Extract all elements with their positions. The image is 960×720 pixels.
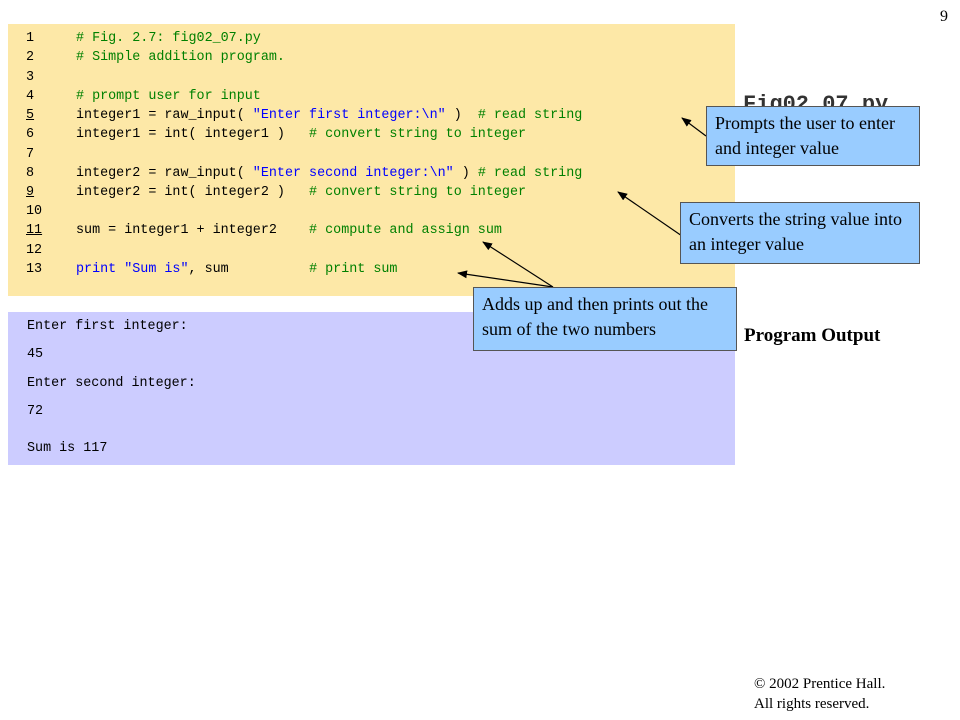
line-number: 6 [26,127,35,142]
page-number: 9 [940,8,948,25]
line-number: 12 [26,243,43,258]
code-listing: 1 # Fig. 2.7: fig02_07.py 2 # Simple addit… [8,24,735,296]
code-line-4: 4 # prompt user for input [26,87,261,106]
code-line-2: 2 # Simple addition program. [26,48,285,67]
output-line: Sum is 117 [27,441,108,456]
line-number: 4 [26,89,35,104]
callout-converts-string: Converts the string value into an intege… [680,202,920,264]
code-line-12: 12 [26,241,76,260]
line-number: 9 [26,185,35,200]
line-number: 3 [26,70,35,85]
output-line: Enter second integer: [27,376,196,391]
output-line: 72 [27,404,44,419]
line-number: 5 [26,108,35,123]
callout-adds-prints-sum: Adds up and then prints out the sum of t… [473,287,737,351]
line-number: 11 [26,223,43,238]
line-number: 7 [26,147,35,162]
code-line-10: 10 [26,202,76,221]
code-text: # Fig. 2.7: fig02_07.py [76,31,261,46]
output-line: 45 [27,347,44,362]
line-number: 13 [26,262,43,277]
callout-prompts-user: Prompts the user to enter and integer va… [706,106,920,166]
code-line-1: 1 # Fig. 2.7: fig02_07.py [26,29,261,48]
line-number: 8 [26,166,35,181]
line-number: 10 [26,204,43,219]
code-line-7: 7 [26,145,76,164]
code-text: # Simple addition program. [76,50,285,65]
copyright-line: © 2002 Prentice Hall. [754,676,886,692]
output-line: Enter first integer: [27,319,188,334]
copyright-line: All rights reserved. [754,696,870,712]
code-text: # prompt user for input [76,89,261,104]
code-line-3: 3 [26,68,76,87]
program-output-label: Program Output [744,325,881,346]
copyright-notice: © 2002 Prentice Hall. All rights reserve… [754,674,885,714]
line-number: 1 [26,31,35,46]
line-number: 2 [26,50,35,65]
